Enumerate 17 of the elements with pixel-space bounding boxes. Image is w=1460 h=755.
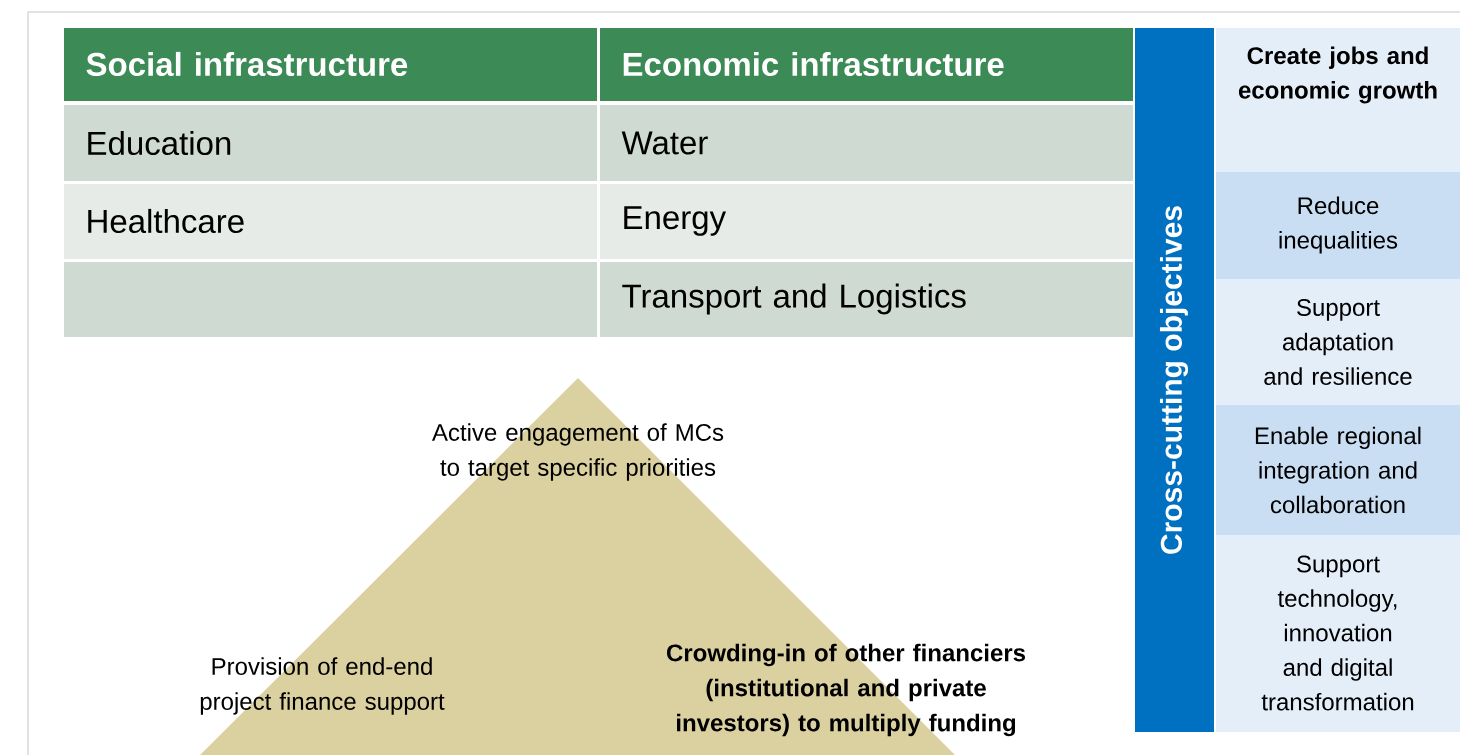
triangle-text: Provision of end-end project finance support [200, 657, 445, 715]
table-cell: Healthcare [64, 184, 597, 259]
objective-box: Enable regional integration and collaboration [1216, 405, 1460, 535]
header-cell: Social infrastructure [64, 28, 597, 101]
table-cell: Education [64, 105, 597, 181]
table-cell: Water [600, 105, 1133, 181]
objective-box: Create jobs and economic growth [1216, 28, 1460, 172]
table-cell [64, 262, 597, 337]
objective-box: Support adaptation and resilience [1216, 279, 1460, 405]
triangle-text: Crowding-in of other financiers (institutional and private investors) to multiply funding [667, 643, 1025, 737]
objective-box: Support technology, innovation and digital transformation [1216, 535, 1460, 732]
triangle-text: Active engagement of MCs to target specific priorities [432, 423, 724, 481]
objective-box: Reduce inequalities [1216, 172, 1460, 279]
objectives-bar: Cross-cutting objectives [1135, 28, 1214, 732]
table-cell: Energy [600, 184, 1133, 259]
header-cell: Economic infrastructure [600, 28, 1133, 101]
table-cell: Transport and Logistics [600, 262, 1133, 337]
